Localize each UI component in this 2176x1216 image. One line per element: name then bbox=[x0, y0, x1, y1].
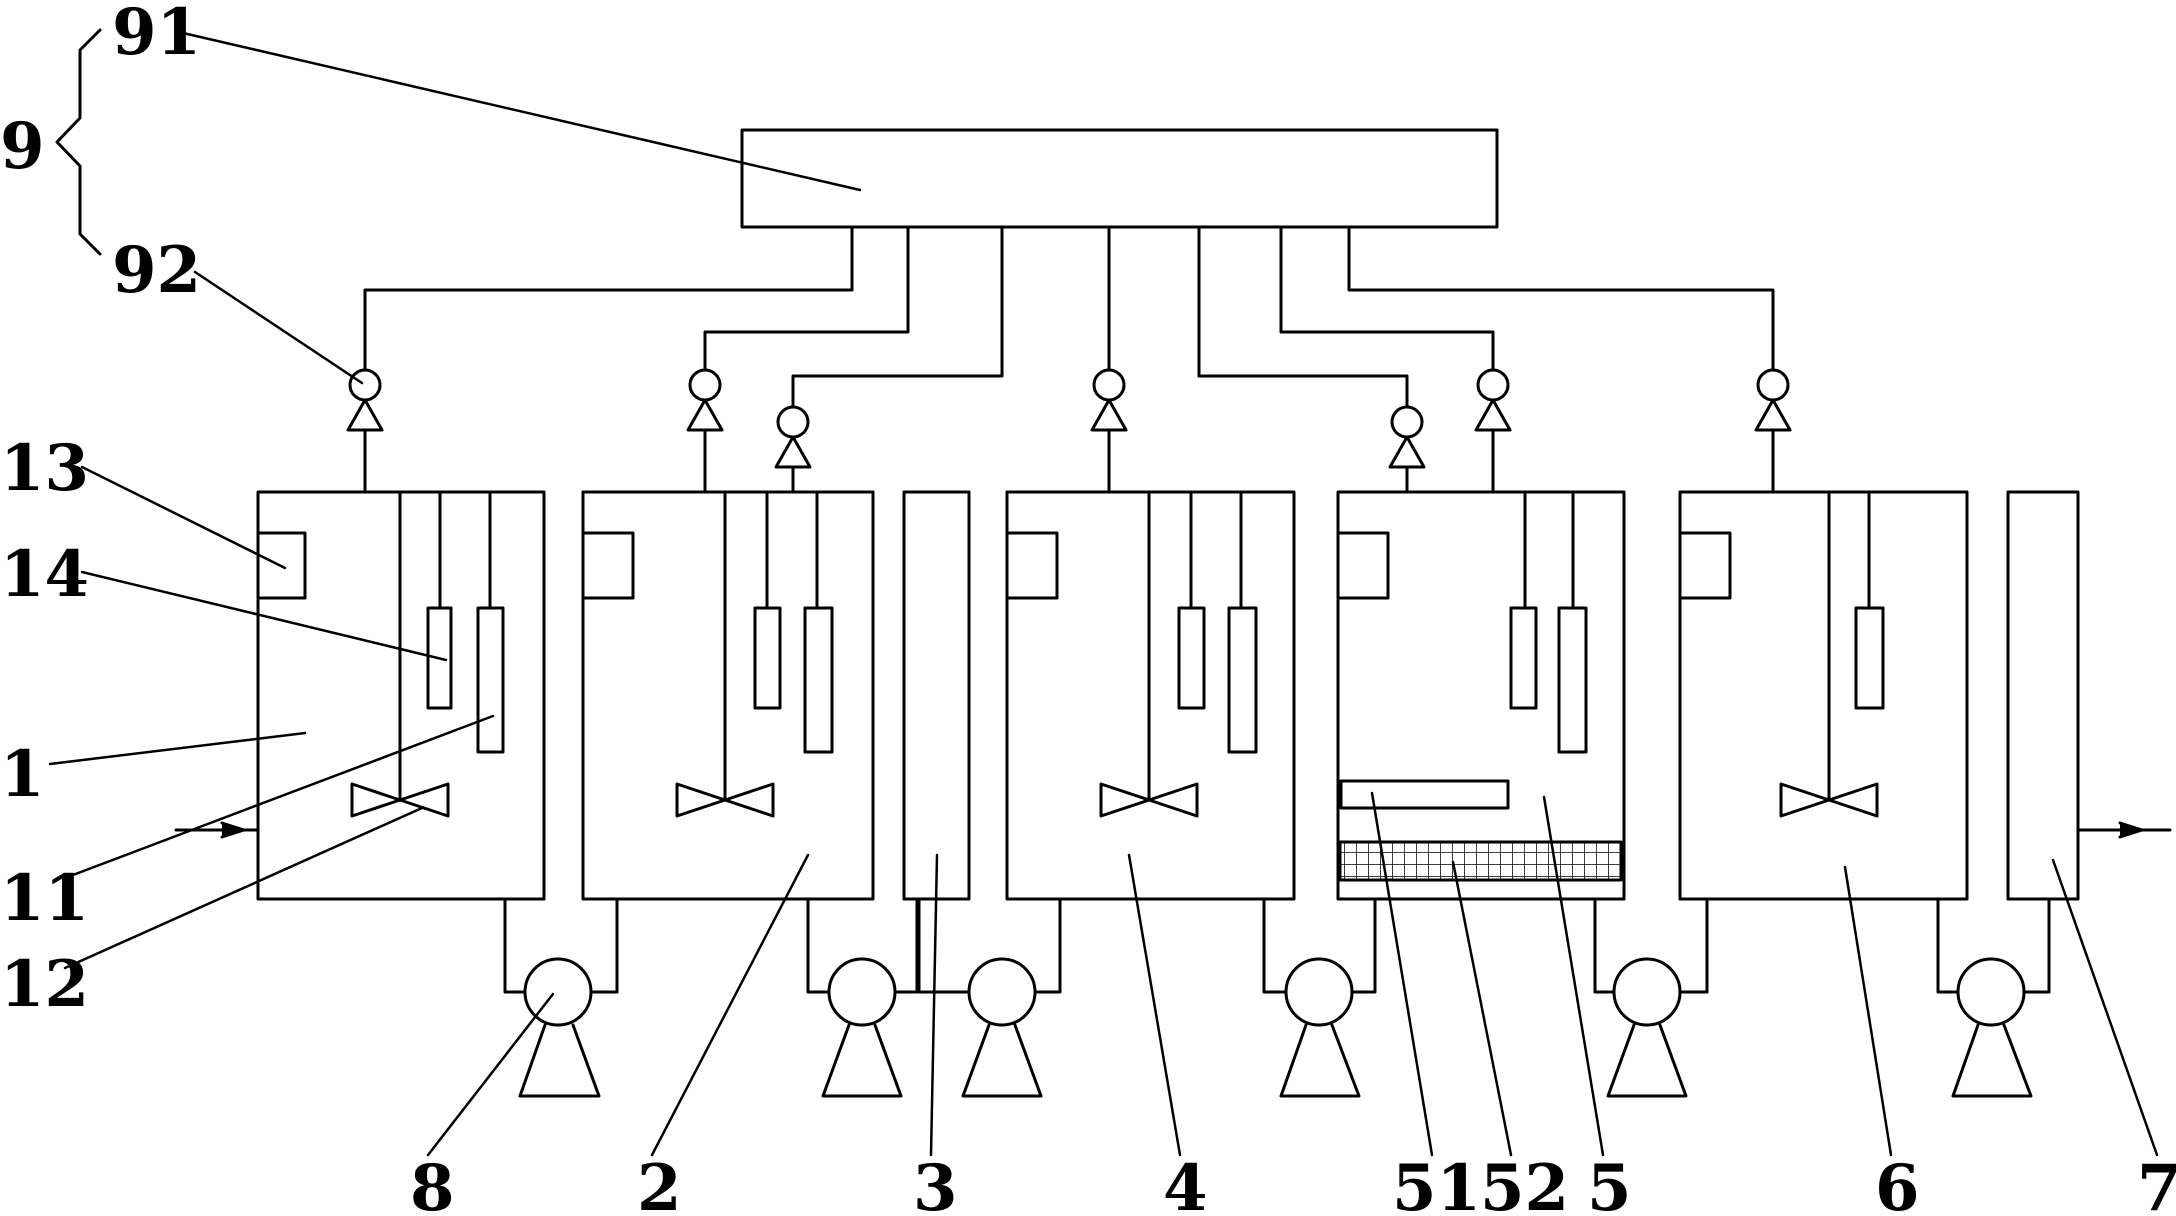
label-7: 7 bbox=[2137, 1151, 2176, 1216]
tank-2 bbox=[581, 490, 875, 901]
tank-5 bbox=[1336, 490, 1626, 901]
tank-2-box bbox=[581, 531, 635, 600]
controller-box bbox=[740, 128, 1499, 229]
tank-1 bbox=[174, 490, 546, 901]
label-1: 1 bbox=[0, 737, 45, 812]
tank-5-mesh-52 bbox=[1338, 840, 1623, 882]
label-3: 3 bbox=[913, 1151, 958, 1216]
column-7 bbox=[2006, 490, 2172, 901]
pump-4 bbox=[1262, 897, 1377, 1098]
leader-lines bbox=[48, 31, 2159, 1157]
label-4: 4 bbox=[1163, 1151, 1208, 1216]
label-91: 91 bbox=[112, 0, 201, 70]
tank-5-plate-51 bbox=[1339, 779, 1510, 810]
tank-4 bbox=[1005, 490, 1296, 901]
outlet-arrow bbox=[2118, 821, 2144, 839]
label-6: 6 bbox=[1875, 1151, 1920, 1216]
sensor-92-tank1 bbox=[346, 368, 384, 494]
sensor-92-tank2a bbox=[686, 368, 724, 494]
brace-9 bbox=[55, 28, 102, 256]
label-9: 9 bbox=[0, 109, 45, 184]
column-3 bbox=[902, 490, 971, 901]
label-5: 5 bbox=[1587, 1151, 1632, 1216]
tank-6 bbox=[1678, 490, 1969, 901]
pump-2 bbox=[806, 897, 919, 1098]
pump-1 bbox=[503, 897, 619, 1098]
pump-3 bbox=[917, 897, 1062, 1098]
label-11: 11 bbox=[0, 861, 89, 936]
pump-6 bbox=[1936, 897, 2051, 1098]
sensor-92-tank2b bbox=[774, 405, 812, 494]
inlet-arrow bbox=[220, 821, 246, 839]
label-12: 12 bbox=[0, 947, 89, 1022]
tank-1-probe-b bbox=[476, 606, 505, 754]
label-8: 8 bbox=[410, 1151, 455, 1216]
sensor-92-tank6 bbox=[1754, 368, 1792, 494]
tank-1-box-13 bbox=[256, 531, 307, 600]
label-51: 51 bbox=[1392, 1151, 1481, 1216]
label-2: 2 bbox=[637, 1151, 682, 1216]
sensor-92-tank5a bbox=[1388, 405, 1426, 494]
pump-5 bbox=[1593, 897, 1709, 1098]
sensor-92-tank5b bbox=[1474, 368, 1512, 494]
signal-wires bbox=[363, 225, 1775, 409]
label-92: 92 bbox=[112, 233, 201, 308]
label-13: 13 bbox=[0, 431, 89, 506]
label-52: 52 bbox=[1480, 1151, 1569, 1216]
label-14: 14 bbox=[0, 537, 89, 612]
sensor-92-tank4 bbox=[1090, 368, 1128, 494]
tank-1-impeller bbox=[350, 782, 450, 818]
tank-1-probe-a bbox=[426, 606, 453, 710]
